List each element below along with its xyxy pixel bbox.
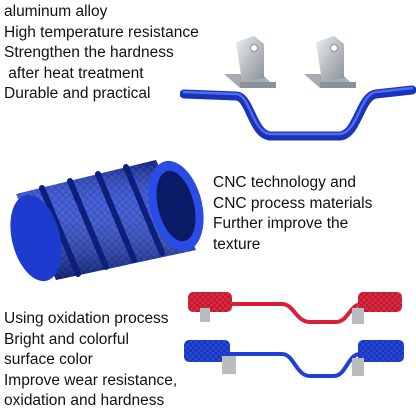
- feature-line: Strengthen the hardness: [4, 44, 174, 61]
- material-features: aluminum alloy High temperature resistan…: [4, 2, 199, 105]
- bracket-left: [224, 36, 276, 88]
- process-features: CNC technology and CNC process materials…: [213, 173, 372, 255]
- feature-line: texture: [213, 235, 261, 253]
- feature-line: High temperature resistance: [4, 23, 199, 41]
- knurled-grip-image: [10, 160, 204, 282]
- red-assembly-image: [188, 292, 402, 324]
- feature-line: Bright and colorful: [4, 330, 129, 348]
- finish-features: Using oxidation process Bright and color…: [4, 309, 177, 412]
- feature-line: Using oxidation process: [4, 310, 169, 327]
- feature-line: Durable and practical: [4, 85, 151, 102]
- feature-line: oxidation and hardness: [4, 392, 165, 409]
- blue-bar-image: [180, 85, 416, 141]
- blue-assembly-image: [184, 340, 404, 378]
- feature-line: Improve wear resistance,: [4, 371, 178, 389]
- feature-line: Further improve the: [213, 215, 349, 232]
- bracket-right: [304, 36, 356, 88]
- feature-line: CNC technology and: [213, 174, 357, 191]
- feature-line: CNC process materials: [213, 194, 373, 212]
- feature-line: aluminum alloy: [4, 3, 108, 20]
- feature-line: surface color: [4, 351, 93, 368]
- mounting-brackets-image: [224, 36, 356, 88]
- feature-line: after heat treatment: [4, 64, 144, 82]
